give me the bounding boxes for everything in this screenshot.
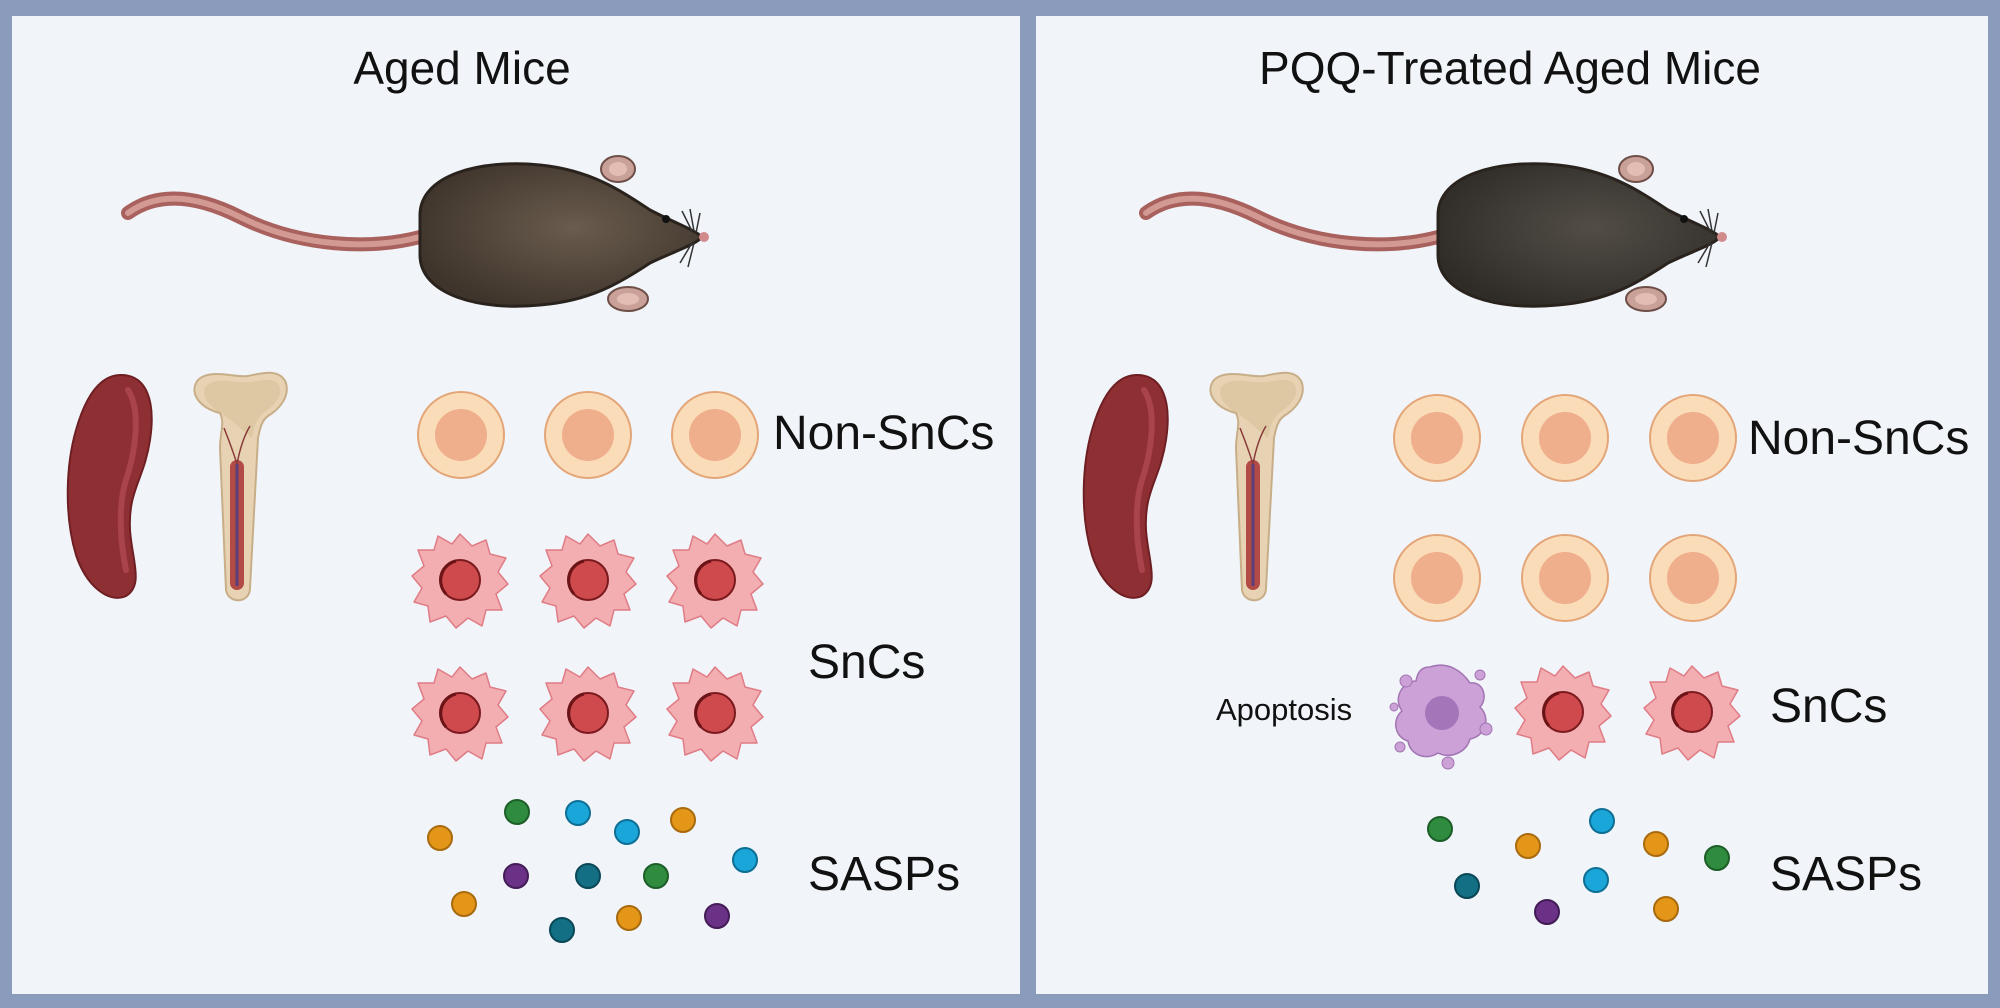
sasp-particle [1653, 896, 1679, 922]
right-sasps-label: SASPs [1770, 848, 1922, 901]
sasp-particle [1643, 831, 1669, 857]
left-non-sncs-row [417, 391, 759, 479]
sasp-particle [1534, 899, 1560, 925]
right-sncs-label: SnCs [1770, 680, 1887, 733]
non-senescent-cell-icon [1393, 394, 1481, 482]
sasp-particle [575, 863, 601, 889]
sasp-particle [616, 905, 642, 931]
right-non-sncs-label: Non-SnCs [1748, 412, 1969, 465]
sasp-particle [565, 800, 591, 826]
non-senescent-cell-icon [671, 391, 759, 479]
sasp-particle [1427, 816, 1453, 842]
left-sasp-group [427, 799, 758, 943]
non-senescent-cell-icon [1393, 534, 1481, 622]
sasp-particle [1583, 867, 1609, 893]
sasp-particle [1704, 845, 1730, 871]
sasp-particle [614, 819, 640, 845]
non-senescent-cell-icon [1649, 394, 1737, 482]
non-senescent-cell-icon [417, 391, 505, 479]
sasp-particle [1454, 873, 1480, 899]
sasp-particle [503, 863, 529, 889]
left-panel-title: Aged Mice [353, 42, 570, 94]
sasp-particle [1515, 833, 1541, 859]
right-sasp-group [1427, 808, 1730, 925]
sasp-particle [704, 903, 730, 929]
sasp-particle [643, 863, 669, 889]
sasp-particle [549, 917, 575, 943]
left-non-sncs-label: Non-SnCs [773, 407, 994, 460]
left-sasps-label: SASPs [808, 848, 960, 901]
sasp-particle [504, 799, 530, 825]
sasp-particle [732, 847, 758, 873]
non-senescent-cell-icon [544, 391, 632, 479]
non-senescent-cell-icon [1649, 534, 1737, 622]
right-panel-title: PQQ-Treated Aged Mice [1259, 42, 1761, 94]
sasp-particle [427, 825, 453, 851]
non-senescent-cell-icon [1521, 534, 1609, 622]
sasp-particle [451, 891, 477, 917]
left-sncs-label: SnCs [808, 636, 925, 689]
sasp-particle [1589, 808, 1615, 834]
apoptosis-label: Apoptosis [1216, 692, 1352, 727]
non-senescent-cell-icon [1521, 394, 1609, 482]
sasp-particle [670, 807, 696, 833]
